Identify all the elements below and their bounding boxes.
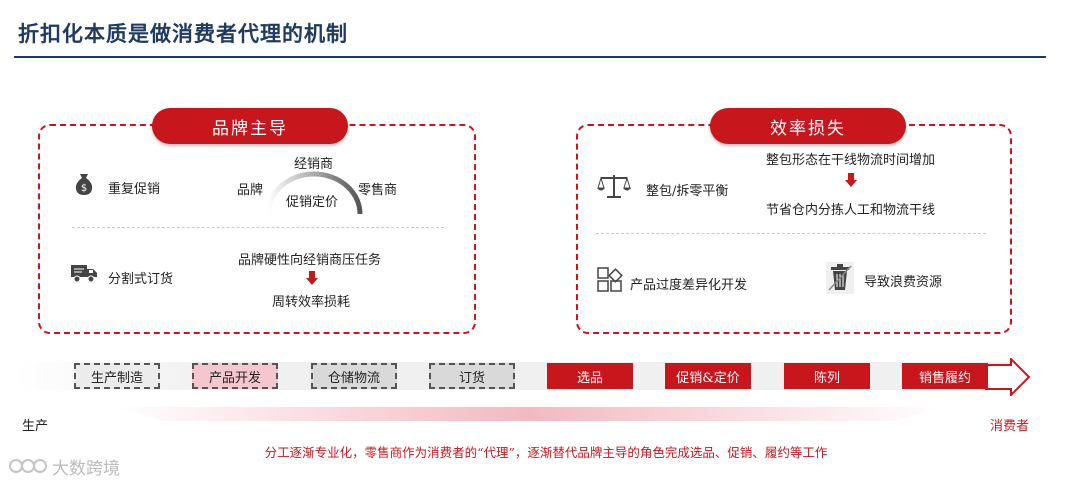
shift-wedge (114, 407, 944, 421)
page-title: 折扣化本质是做消费者代理的机制 (18, 21, 348, 46)
stage-display: 陈列 (784, 363, 870, 389)
down-arrow-icon (845, 173, 857, 187)
stage-manufacturing: 生产制造 (74, 363, 160, 389)
production-end-label: 生产 (22, 419, 49, 434)
over-differentiation-label: 产品过度差异化开发 (630, 278, 748, 293)
truck-icon (70, 262, 98, 288)
brand-led-panel (38, 124, 476, 334)
pack-balance-label: 整包/拆零平衡 (646, 184, 729, 199)
stage-product-development: 产品开发 (192, 363, 278, 389)
flow-arrow-head (985, 358, 1031, 396)
waste-label: 导致浪费资源 (864, 275, 943, 290)
stage-ordering: 订货 (429, 363, 515, 389)
logo-icon (8, 456, 50, 480)
stage-selection: 选品 (547, 363, 633, 389)
brand-led-header: 品牌主导 (152, 108, 348, 144)
title-divider (14, 56, 1046, 58)
promo-arc (265, 171, 363, 215)
stage-warehouse-logistics: 仓储物流 (311, 363, 397, 389)
trash-icon (826, 262, 854, 298)
split-ordering-label: 分割式订货 (108, 272, 174, 287)
efficiency-loss-header: 效率损失 (710, 108, 906, 144)
shapes-icon (597, 267, 623, 297)
pressure-text: 品牌硬性向经销商压任务 (238, 253, 382, 268)
stage-promo-pricing: 促销&定价 (665, 363, 751, 389)
promo-pricing-node: 促销定价 (286, 195, 339, 210)
money-bag-icon: $ (73, 172, 95, 200)
whole-pack-text: 整包形态在干线物流时间增加 (766, 153, 936, 168)
stage-fulfillment: 销售履约 (902, 363, 988, 389)
distributor-node: 经销商 (294, 157, 334, 172)
turnover-loss-text: 周转效率损耗 (272, 295, 351, 310)
left-panel-separator (72, 227, 444, 228)
consumer-end-label: 消费者 (990, 419, 1030, 434)
repeat-promo-label: 重复促销 (108, 182, 161, 197)
down-arrow-icon (306, 271, 318, 285)
watermark-text: 大数跨境 (52, 459, 120, 479)
summary-note: 分工逐渐专业化，零售商作为消费者的“代理”，逐渐替代品牌主导的角色完成选品、促销… (264, 445, 828, 460)
retailer-node: 零售商 (358, 183, 398, 198)
saving-text: 节省仓内分拣人工和物流干线 (766, 203, 936, 218)
right-panel-separator (596, 233, 986, 234)
svg-text:$: $ (81, 183, 87, 194)
brand-node: 品牌 (237, 183, 264, 198)
balance-scale-icon (597, 172, 631, 204)
